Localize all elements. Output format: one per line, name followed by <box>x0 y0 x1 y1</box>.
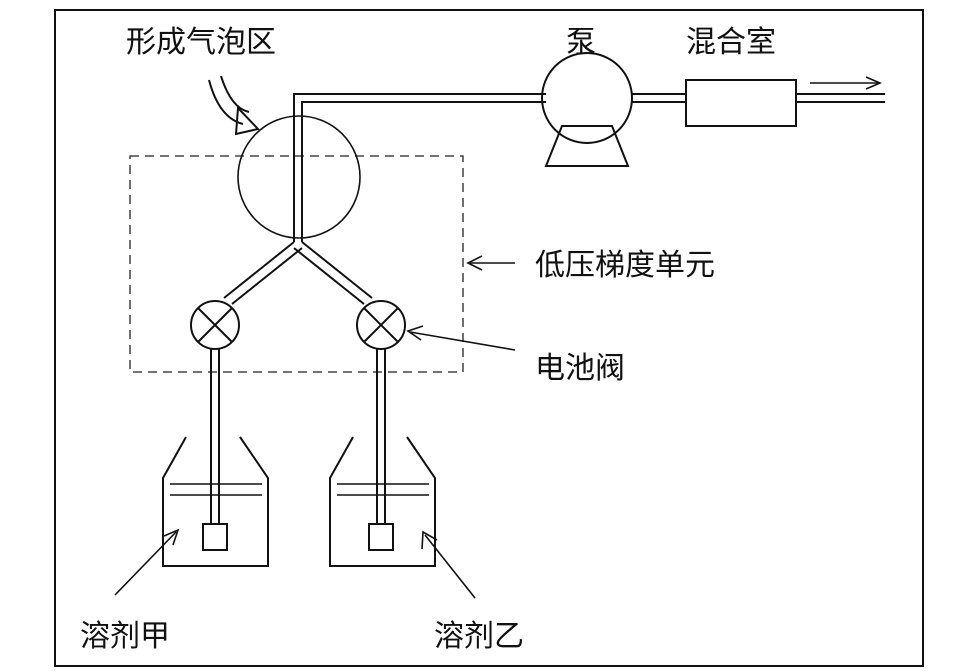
supply-pipe-right <box>376 349 386 524</box>
outlet-arrow-icon <box>810 76 883 90</box>
outlet-pipe <box>796 93 885 103</box>
solvent-b-arrow-icon <box>421 530 476 599</box>
gradient-unit-label: 低压梯度单元 <box>535 248 715 283</box>
bubble-zone-circle <box>237 115 361 239</box>
branch-pipe-right <box>293 241 373 305</box>
solenoid-valve-label: 电池阀 <box>535 351 625 386</box>
filter-b <box>368 523 394 551</box>
solvent-a-arrow-icon <box>114 528 180 596</box>
low-pressure-gradient-unit-box <box>129 155 464 373</box>
filter-a <box>202 523 228 551</box>
solvent-bottle-a <box>162 436 269 567</box>
solvent-b-label: 溶剂乙 <box>434 619 524 654</box>
diagram-frame <box>54 9 924 667</box>
valve-arrow-icon <box>406 325 516 351</box>
supply-pipe-left <box>210 349 220 524</box>
solvent-bottle-b <box>329 436 436 567</box>
valve-right-icon <box>356 300 406 350</box>
solvent-a-label: 溶剂甲 <box>80 619 170 654</box>
mixing-chamber-label: 混合室 <box>686 25 776 60</box>
pump-icon <box>541 52 633 167</box>
branch-pipe-left <box>223 241 303 305</box>
pump-label: 泵 <box>566 25 596 60</box>
pipe-to-mixer <box>632 93 686 103</box>
bubble-zone-label: 形成气泡区 <box>126 25 276 60</box>
main-pipe <box>293 93 546 242</box>
gradient-unit-arrow-icon <box>466 255 515 271</box>
mixing-chamber-box <box>685 79 797 127</box>
valve-left-icon <box>190 300 240 350</box>
bubble-zone-arrow-icon <box>208 75 260 136</box>
